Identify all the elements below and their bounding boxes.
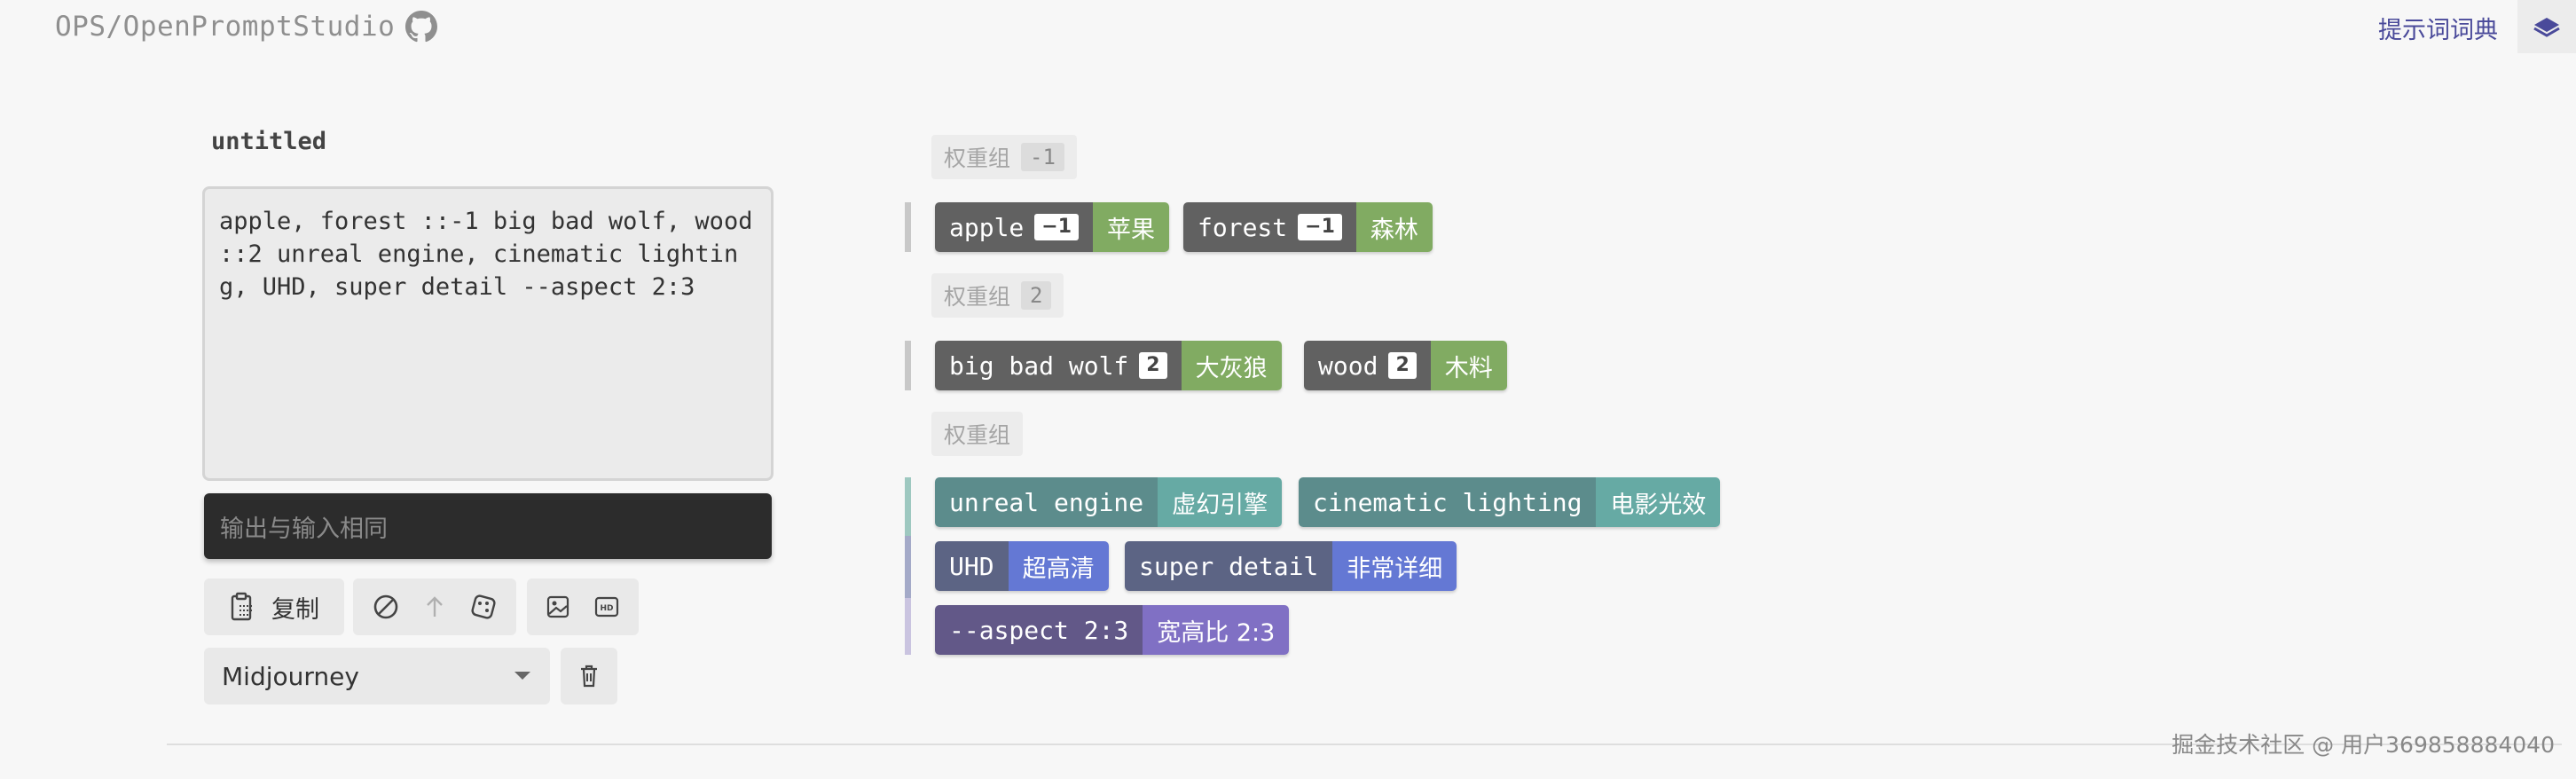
prompt-chip[interactable]: apple −1 苹果 (935, 202, 1170, 252)
trash-icon (581, 665, 597, 688)
chip-weight: −1 (1034, 214, 1080, 240)
prompt-chip[interactable]: forest −1 森林 (1183, 202, 1433, 252)
chip-text: UHD (949, 551, 994, 581)
watermark: 掘金技术社区 @ 用户369858884040 (2172, 732, 2555, 758)
chip-translation: 超高清 (1008, 541, 1109, 591)
weight-group-label: 权重组 2 (931, 273, 1064, 318)
weight-group-label: 权重组 (931, 412, 1024, 456)
model-select-value: Midjourney (222, 661, 359, 691)
hd-icon[interactable]: HD (593, 594, 620, 619)
chip-text: super detail (1139, 551, 1319, 581)
image-tools: HD (527, 578, 639, 635)
prompt-chip[interactable]: unreal engine 虚幻引擎 (935, 477, 1283, 527)
book-icon (2533, 18, 2560, 37)
image-icon[interactable] (546, 594, 570, 619)
prompt-chip[interactable]: big bad wolf 2 大灰狼 (935, 341, 1282, 390)
copy-label: 复制 (271, 595, 319, 624)
group-bar-quality (905, 536, 911, 598)
chip-text: cinematic lighting (1313, 487, 1583, 517)
group-bar-style (905, 477, 911, 536)
chip-text: --aspect 2:3 (949, 615, 1129, 645)
chip-translation: 宽高比 2:3 (1143, 605, 1290, 655)
chip-translation: 苹果 (1093, 202, 1170, 252)
chevron-down-icon (514, 672, 530, 680)
chip-translation: 虚幻引擎 (1158, 477, 1283, 527)
disable-icon[interactable] (372, 593, 400, 621)
svg-text:HD: HD (600, 604, 613, 613)
prompt-chip[interactable]: cinematic lighting 电影光效 (1299, 477, 1721, 527)
group-bar (905, 341, 911, 390)
copy-button[interactable]: 复制 (204, 578, 344, 635)
chip-text: wood (1318, 350, 1378, 381)
prompt-chip[interactable]: --aspect 2:3 宽高比 2:3 (935, 605, 1290, 655)
prompt-input[interactable]: apple, forest ::-1 big bad wolf, wood ::… (202, 186, 774, 481)
chip-translation: 电影光效 (1596, 477, 1721, 527)
chip-text: big bad wolf (949, 350, 1129, 381)
chip-translation: 非常详细 (1332, 541, 1457, 591)
prompt-chip[interactable]: wood 2 木料 (1304, 341, 1507, 390)
group-bar (905, 202, 911, 252)
chip-translation: 木料 (1430, 341, 1507, 390)
dictionary-button[interactable] (2517, 0, 2576, 53)
chip-weight: 2 (1388, 352, 1417, 379)
up-arrow-icon[interactable] (422, 593, 447, 621)
chip-text: apple (949, 212, 1025, 242)
group-bar-params (905, 598, 911, 655)
prompt-tools (353, 578, 516, 635)
group-weight: -1 (1021, 143, 1064, 171)
weight-group-label: 权重组 -1 (931, 135, 1077, 179)
group-label-text: 权重组 (944, 422, 1011, 448)
model-select[interactable]: Midjourney (204, 648, 550, 704)
prompt-chip[interactable]: UHD 超高清 (935, 541, 1109, 591)
group-weight: 2 (1021, 281, 1052, 310)
brand[interactable]: OPS/OpenPromptStudio (55, 9, 438, 44)
github-icon[interactable] (405, 11, 438, 43)
prompt-output[interactable]: 输出与输入相同 (204, 493, 772, 559)
prompt-title[interactable]: untitled (211, 128, 327, 155)
prompt-chip[interactable]: super detail 非常详细 (1125, 541, 1457, 591)
chip-text: unreal engine (949, 487, 1144, 517)
delete-button[interactable] (561, 648, 617, 704)
brand-title[interactable]: OPS/OpenPromptStudio (55, 11, 396, 43)
chip-weight: 2 (1139, 352, 1167, 379)
footer-divider (167, 744, 2562, 745)
group-label-text: 权重组 (944, 146, 1011, 171)
dice-icon[interactable] (469, 593, 498, 621)
chip-translation: 大灰狼 (1181, 341, 1282, 390)
clipboard-icon (231, 592, 252, 621)
prompt-dictionary-link[interactable]: 提示词词典 (2378, 17, 2498, 44)
chip-weight: −1 (1298, 214, 1342, 240)
group-label-text: 权重组 (944, 284, 1011, 310)
chip-text: forest (1198, 212, 1288, 242)
chip-translation: 森林 (1355, 202, 1433, 252)
